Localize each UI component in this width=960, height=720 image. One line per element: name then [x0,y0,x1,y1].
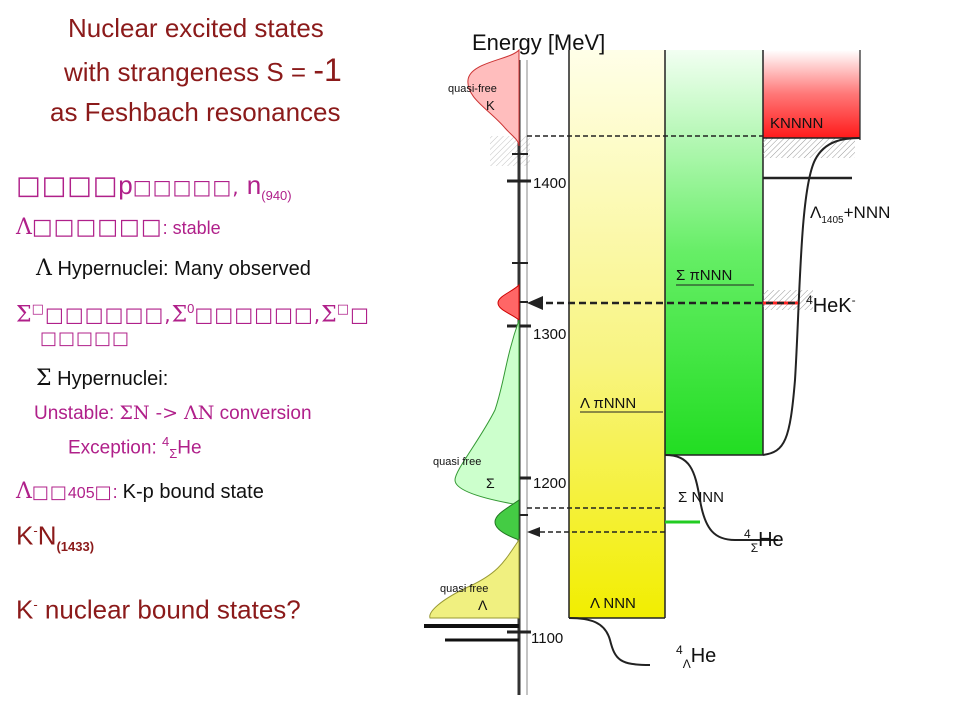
unstable-label: Unstable: [34,403,120,424]
lambda-stable-text: : stable [162,218,221,238]
lambda-line: Λ□□□□□□: stable [16,214,221,241]
quasi-free-k-label-1: quasi-free [448,83,497,95]
sigma-minus-sup: □ [336,302,351,317]
he4k-label: 4HeK- [806,293,856,317]
sigma-nnn-label: Σ NNN [678,489,724,506]
kn-sup: - [33,523,38,538]
lambda-hypernuclei-line: Λ Hypernuclei: Many observed [36,256,311,282]
exception-line: Exception: 4ΣHe [68,434,202,461]
he4-sigma-curve [664,454,763,541]
question-sup: - [33,597,38,612]
exception-sigma-sub: Σ [169,446,178,462]
lambda1405-nnn-label: Λ1405+NNN [810,203,890,226]
lambda1405-colon: : [112,482,123,502]
sigma-zero-symbol: Σ [171,302,188,328]
exception-mass-number: 4 [162,434,170,449]
sigma-line-2: □□□□□ [40,328,131,349]
lambda1405-line: Λ□□405□: K-p bound state [16,478,264,507]
question-k: K [16,594,34,625]
lambda-hyper-symbol: Λ [36,256,52,281]
sigma-minus-tail: □ [350,302,370,327]
unstable-line: Unstable: ΣN -> ΛN conversion [34,402,312,425]
quasi-free-lambda-label-1: quasi free [440,583,488,595]
sigma-plus-symbol: Σ [16,302,32,328]
sigma-plus-glyphs: □□□□□□, [44,302,172,327]
quasi-free-k-label-2: K [486,98,495,113]
sigma-line: Σ□□□□□□□,Σ0□□□□□□,Σ□□ [16,296,370,328]
lambda1405-glyphs: □□ [31,482,68,503]
kn-k: K [16,520,34,551]
knnnn-label: KNNNN [770,115,823,132]
sigma-nnn-band [665,50,763,455]
lambda1405-glyph-2: □ [94,482,113,503]
lambda1405-nnn-curve [762,137,861,456]
question-line: K- nuclear bound states? [16,592,301,623]
quasi-free-lambda-label-2: Λ [478,597,488,613]
lambda1405-symbol: Λ [16,479,32,504]
lambda-hyper-text: Hypernuclei: Many observed [51,258,311,280]
sigma-hypernuclei-line: Σ Hypernuclei: [36,366,168,392]
title-line-2: with strangeness S = -1 [64,54,342,88]
quasi-free-lambda-lobe [429,538,520,619]
sigma-minus-symbol: Σ [321,302,337,328]
he4-lambda-curve [568,617,651,666]
quasi-free-sigma-label-2: Σ [486,475,495,491]
sigma-hyper-symbol: Σ [36,366,52,391]
tick-label-1200: 1200 [533,475,566,492]
knnnn-band [763,50,860,138]
conversion-formula: ΣN -> ΛN [119,402,215,424]
kn-mass: (1433) [56,538,95,554]
lambda-nnn-band [569,50,665,618]
neutron-mass: (940) [261,188,292,204]
title-line-1: Nuclear excited states [68,13,324,43]
sigma-plus-sup: □ [31,302,45,317]
sigma-he-peak [494,499,520,541]
sigma-zero-sup: 0 [187,301,195,316]
title-strangeness-value: -1 [313,52,342,88]
he4-lambda-label: 4ΛHe [676,643,716,671]
question-text: nuclear bound states? [37,594,301,625]
sigma-pi-nnn-label: Σ πNNN [676,267,732,284]
lambda-symbol: Λ [16,215,32,240]
sigma-hyper-text: Hypernuclei: [51,368,169,390]
lambda1405-number: 405 [67,485,95,502]
proton-symbol: p [118,170,133,200]
tick-label-1100: 1100 [531,630,563,647]
quasi-free-sigma-label-1: quasi free [433,456,481,468]
nucleon-glyphs-a: □□□□ [16,171,119,201]
nucleon-line: □□□□p□□□□□, n(940) [16,172,292,209]
nucleon-glyphs-b: □□□□□, [132,175,240,199]
quasi-free-sigma-lobe [454,319,520,506]
conversion-text: conversion [214,403,312,424]
tick-label-1400: 1400 [533,175,566,192]
lambda1405-text: K-p bound state [122,481,264,503]
neutron-symbol: n [239,170,262,200]
title-line-2-text: with strangeness S = [64,57,314,87]
quasi-free-k-lobe [467,48,520,147]
lambda-pi-nnn-label: Λ πNNN [580,395,636,412]
kn-line: K-N(1433) [16,518,94,560]
lambda-glyphs: □□□□□□ [31,215,163,240]
energy-axis-label: Energy [MeV] [472,30,605,55]
tick-label-1300: 1300 [533,326,566,343]
hek-resonance [497,283,520,322]
kn-n: N [37,520,57,551]
sigma-zero-glyphs: □□□□□□, [194,302,322,327]
lambda-nnn-label: Λ NNN [590,595,636,612]
title-line-3: as Feshbach resonances [50,97,341,127]
exception-label: Exception: [68,437,162,459]
he4-sigma-label: 4ΣHe [744,527,784,555]
exception-element: He [177,437,202,459]
